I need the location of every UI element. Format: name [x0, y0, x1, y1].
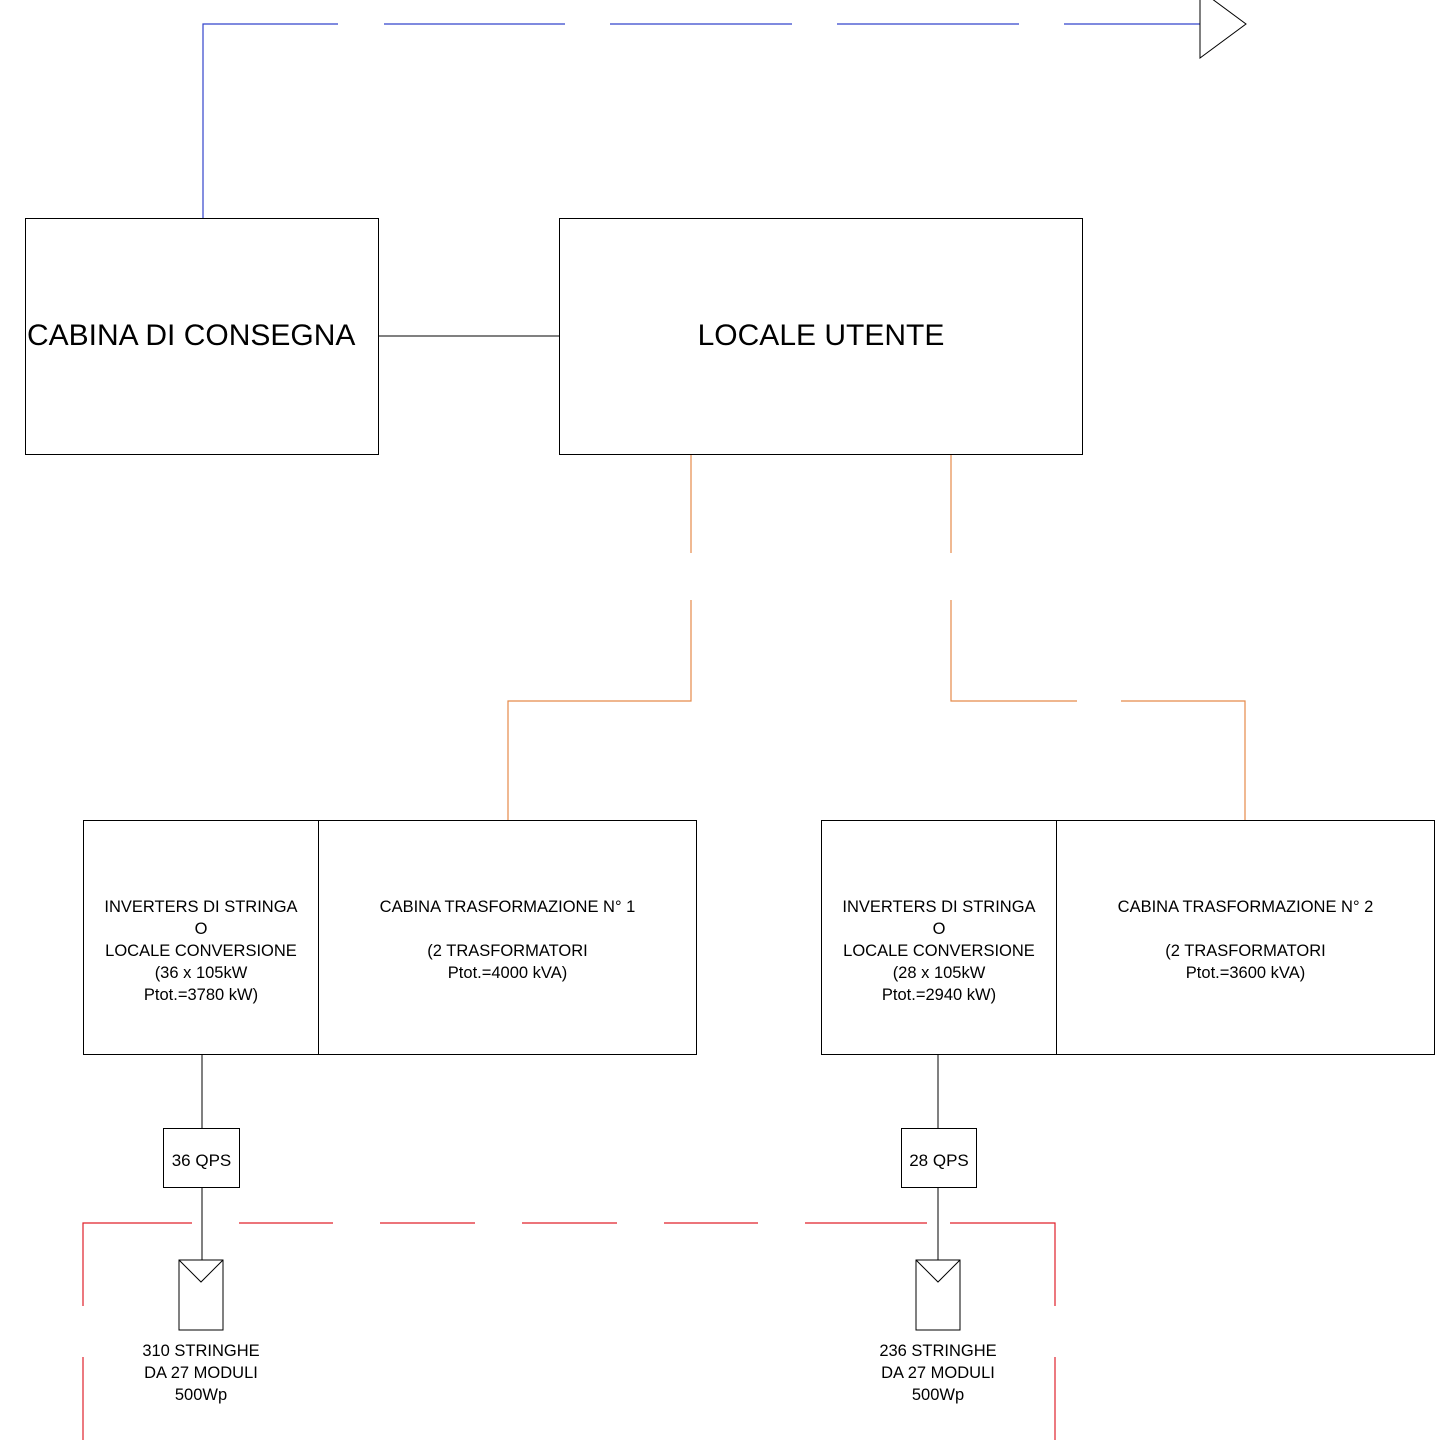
locale-utente-label: LOCALE UTENTE [697, 319, 945, 352]
inverters-box-2 [821, 820, 1057, 1055]
strings-label-2: 236 STRINGHE DA 27 MODULI 500Wp [879, 1342, 997, 1404]
inverters-label-1: INVERTERS DI STRINGA O LOCALE CONVERSION… [104, 898, 298, 1004]
qps-label-2: 28 QPS [909, 1151, 969, 1170]
mv-line-cabina-1 [507, 455, 692, 820]
grid-arrow-icon [1199, 0, 1247, 59]
grid-connection-line [202, 23, 1200, 218]
cabina-trasformazione-label-1: CABINA TRASFORMAZIONE N° 1 (2 TRASFORMAT… [379, 898, 636, 982]
strings-label-1: 310 STRINGHE DA 27 MODULI 500Wp [142, 1342, 260, 1404]
cabina-trasformazione-label-2: CABINA TRASFORMAZIONE N° 2 (2 TRASFORMAT… [1117, 898, 1374, 982]
locale-utente-box [559, 218, 1083, 455]
qps-box-1 [163, 1128, 240, 1188]
cabina-trasformazione-box-2 [1056, 820, 1435, 1055]
field-boundary-line [82, 1222, 1056, 1440]
qps-box-2 [901, 1128, 977, 1188]
dc-lines [201, 1054, 939, 1260]
inverters-label-2: INVERTERS DI STRINGA O LOCALE CONVERSION… [842, 898, 1036, 1004]
cabina-di-consegna-label: CABINA DI CONSEGNA [27, 319, 356, 352]
cabina-trasformazione-box-1 [318, 820, 697, 1055]
pv-module-icon [915, 1259, 961, 1331]
cabina-di-consegna-box [25, 218, 379, 455]
pv-module-icon [178, 1259, 224, 1331]
inverters-box-1 [83, 820, 319, 1055]
mv-line-cabina-2 [950, 455, 1246, 820]
qps-label-1: 36 QPS [171, 1151, 232, 1170]
